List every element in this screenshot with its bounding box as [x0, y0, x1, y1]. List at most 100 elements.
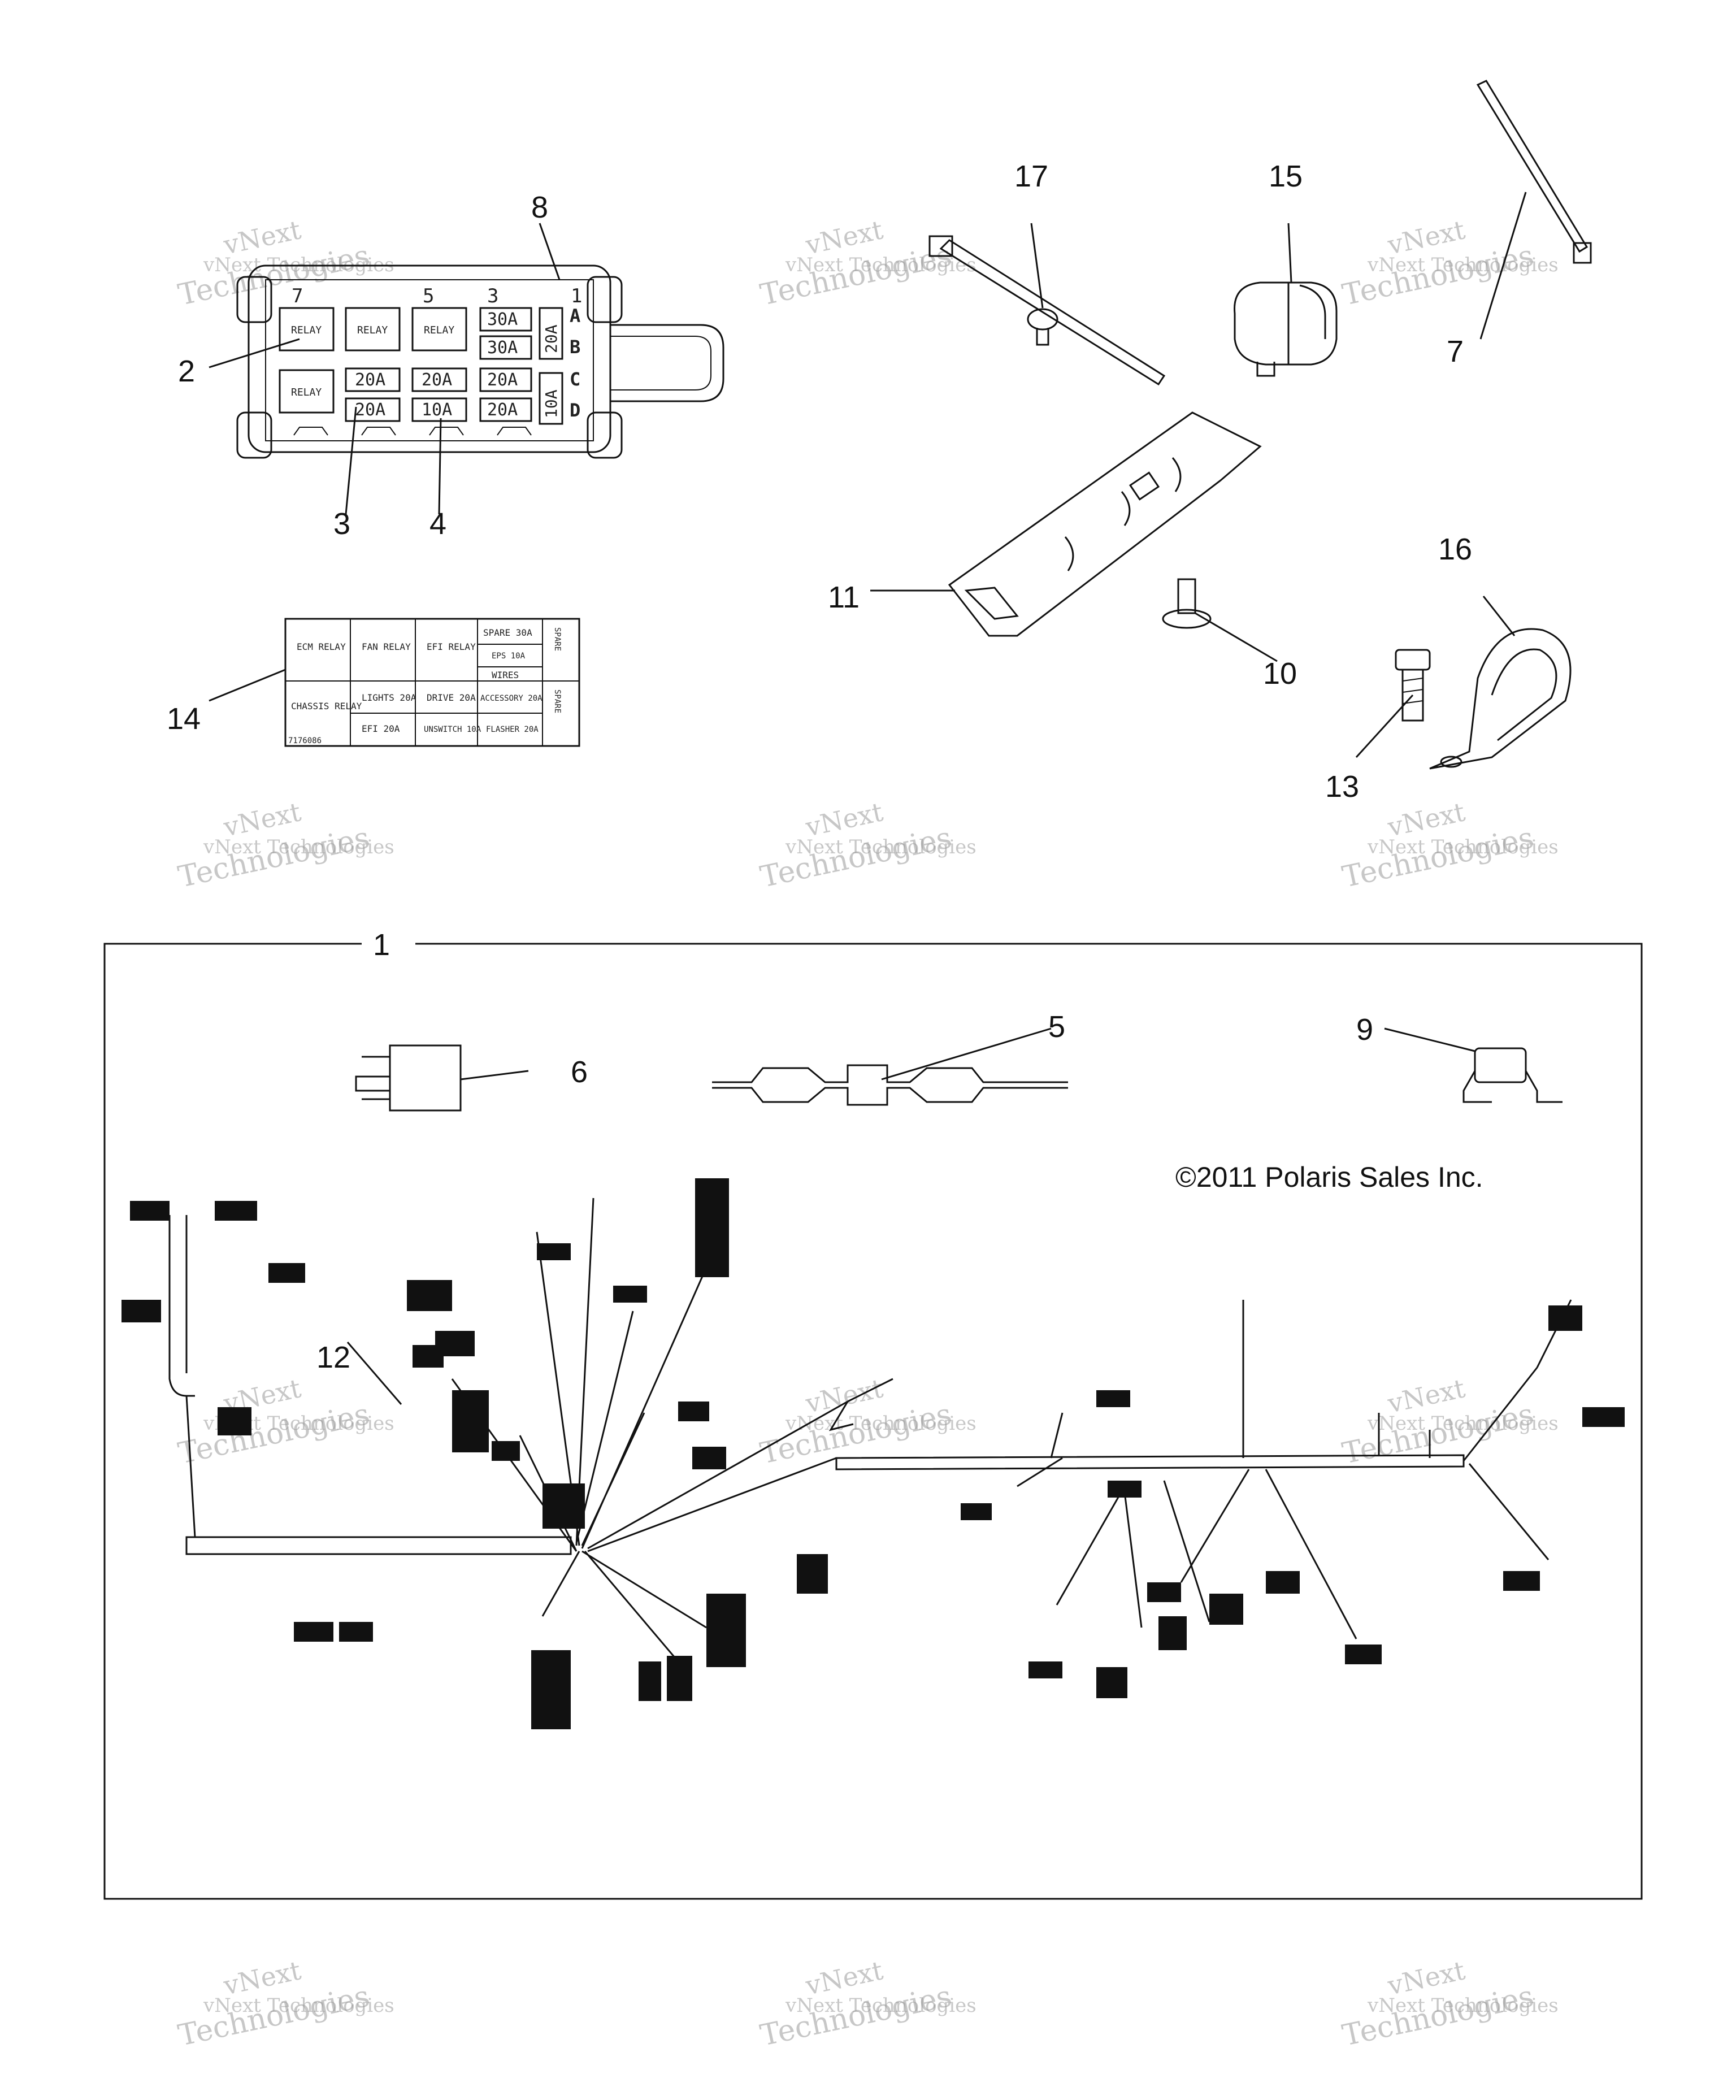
watermark-8: vNext Technologies vNext Technologies	[757, 1373, 976, 1471]
decal-efi-20a: EFI 20A	[362, 723, 400, 734]
watermark-5: vNext Technologies vNext Technologies	[757, 796, 976, 895]
svg-text:20A: 20A	[355, 370, 385, 390]
decal-eps-10a: EPS 10A	[492, 652, 526, 661]
harness-frame	[103, 943, 1643, 1900]
fuse-20a-1	[345, 367, 401, 392]
fuse-30a-2	[479, 335, 532, 360]
bolt	[1395, 649, 1431, 722]
decal-chassis-relay: CHASSIS RELAY	[291, 701, 362, 711]
fuse-20a-2	[411, 367, 467, 392]
fuse-30a-1	[479, 307, 532, 332]
relay-3	[411, 307, 467, 352]
row-letter-d: D	[570, 400, 580, 421]
inline-fuse-holder	[712, 1064, 1068, 1106]
svg-text:vNext Technologies: vNext Technologies	[1367, 1994, 1559, 2017]
harness-clip	[1234, 281, 1338, 377]
long-cable-tie	[1476, 80, 1592, 264]
svg-text:vNext Technologies: vNext Technologies	[785, 1994, 976, 2017]
svg-text:vNext Technologies: vNext Technologies	[1367, 836, 1559, 858]
decal-ecm-relay: ECM RELAY	[297, 641, 346, 652]
fuse-box-top-7: 7	[292, 285, 303, 307]
fuse-20a-5	[479, 397, 532, 422]
callout-17: 17	[1014, 159, 1048, 193]
row-letter-a: A	[570, 305, 580, 327]
watermarks: vNext Technologies vNext Technologies vN…	[175, 214, 1559, 2053]
side-fuse-10a	[539, 372, 563, 425]
callout-2: 2	[178, 354, 195, 388]
fuse-box-top-1: 1	[571, 285, 582, 307]
circuit-breaker	[1462, 1047, 1563, 1103]
decal-wires: WIRES	[492, 670, 519, 680]
watermark-10: vNext Technologies vNext Technologies	[175, 1955, 394, 2053]
svg-text:RELAY: RELAY	[357, 324, 388, 336]
fuse-box-top-5: 5	[423, 285, 434, 307]
svg-text:RELAY: RELAY	[424, 324, 454, 336]
watermark-7: vNext Technologies vNext Technologies	[175, 1373, 394, 1471]
svg-text:20A: 20A	[542, 324, 561, 353]
fuse-box: 7 5 3 1 RELAY RELAY RELAY RELAY 30A 30A …	[236, 264, 724, 459]
svg-text:vNext Technologies: vNext Technologies	[203, 1994, 394, 2017]
svg-text:20A: 20A	[487, 370, 518, 390]
callout-16: 16	[1438, 532, 1472, 566]
decal-spare-30a: SPARE 30A	[483, 627, 532, 638]
decal-drive-20a: DRIVE 20A	[427, 692, 476, 703]
decal-accessory-20a: ACCESSORY 20A	[480, 694, 542, 703]
callout-10: 10	[1263, 657, 1297, 691]
callout-9: 9	[1356, 1013, 1373, 1047]
wiring-harness	[168, 1197, 1572, 1662]
svg-text:RELAY: RELAY	[291, 324, 322, 336]
svg-text:30A: 30A	[487, 310, 518, 329]
svg-text:vNext Technologies: vNext Technologies	[203, 836, 394, 858]
svg-text:vNext Technologies: vNext Technologies	[785, 836, 976, 858]
fuse-decal: ECM RELAY FAN RELAY EFI RELAY SPARE 30A …	[284, 618, 580, 747]
svg-text:vNext Technologies: vNext Technologies	[1367, 1412, 1559, 1435]
fuse-box-top-3: 3	[487, 285, 498, 307]
callout-6: 6	[571, 1055, 588, 1089]
callout-12: 12	[316, 1340, 350, 1374]
callout-leaders	[209, 192, 1527, 1405]
svg-text:10A: 10A	[422, 400, 452, 420]
bracket	[948, 411, 1262, 637]
watermark-11: vNext Technologies vNext Technologies	[757, 1955, 976, 2053]
decal-efi-relay: EFI RELAY	[427, 641, 476, 652]
watermark-1: vNext Technologies vNext Technologies	[175, 214, 394, 313]
svg-text:30A: 30A	[487, 338, 518, 358]
decal-spare-side-1: SPARE	[553, 627, 562, 651]
p-clamp	[1429, 628, 1572, 770]
svg-text:20A: 20A	[487, 400, 518, 420]
fuse-10a	[411, 397, 467, 422]
svg-text:20A: 20A	[355, 400, 385, 420]
watermark-6: vNext Technologies vNext Technologies	[1339, 796, 1559, 895]
watermark-2: vNext Technologies vNext Technologies	[757, 214, 976, 313]
decal-flasher-20a: FLASHER 20A	[486, 725, 539, 734]
watermark-3: vNext Technologies vNext Technologies	[1339, 214, 1559, 313]
cable-tie-clip	[928, 235, 1166, 386]
callout-15: 15	[1269, 159, 1303, 193]
svg-text:20A: 20A	[422, 370, 452, 390]
fuse-20a-3	[479, 367, 532, 392]
relay-2	[345, 307, 401, 352]
svg-text:vNext Technologies: vNext Technologies	[785, 1412, 976, 1435]
svg-text:vNext Technologies: vNext Technologies	[1367, 254, 1559, 276]
callout-3: 3	[333, 507, 350, 541]
decal-spare-side-2: SPARE	[553, 689, 562, 713]
decal-part-number: 7176086	[288, 736, 322, 745]
callout-11: 11	[828, 580, 860, 614]
side-fuse-20a	[539, 307, 563, 360]
callout-8: 8	[531, 190, 548, 224]
decal-fan-relay: FAN RELAY	[362, 641, 411, 652]
decal-lights-20a: LIGHTS 20A	[362, 692, 416, 703]
connector-labels	[121, 1178, 1625, 1729]
callout-1: 1	[373, 928, 390, 962]
callout-14: 14	[167, 702, 201, 736]
watermark-4: vNext Technologies vNext Technologies	[175, 796, 394, 895]
callout-5: 5	[1048, 1010, 1065, 1044]
callout-13: 13	[1325, 770, 1359, 804]
copyright-text: ©2011 Polaris Sales Inc.	[1175, 1161, 1483, 1193]
row-letter-b: B	[570, 336, 580, 358]
svg-text:10A: 10A	[542, 389, 561, 418]
relay-4	[279, 369, 335, 414]
callout-4: 4	[429, 507, 446, 541]
callout-7: 7	[1447, 335, 1464, 368]
